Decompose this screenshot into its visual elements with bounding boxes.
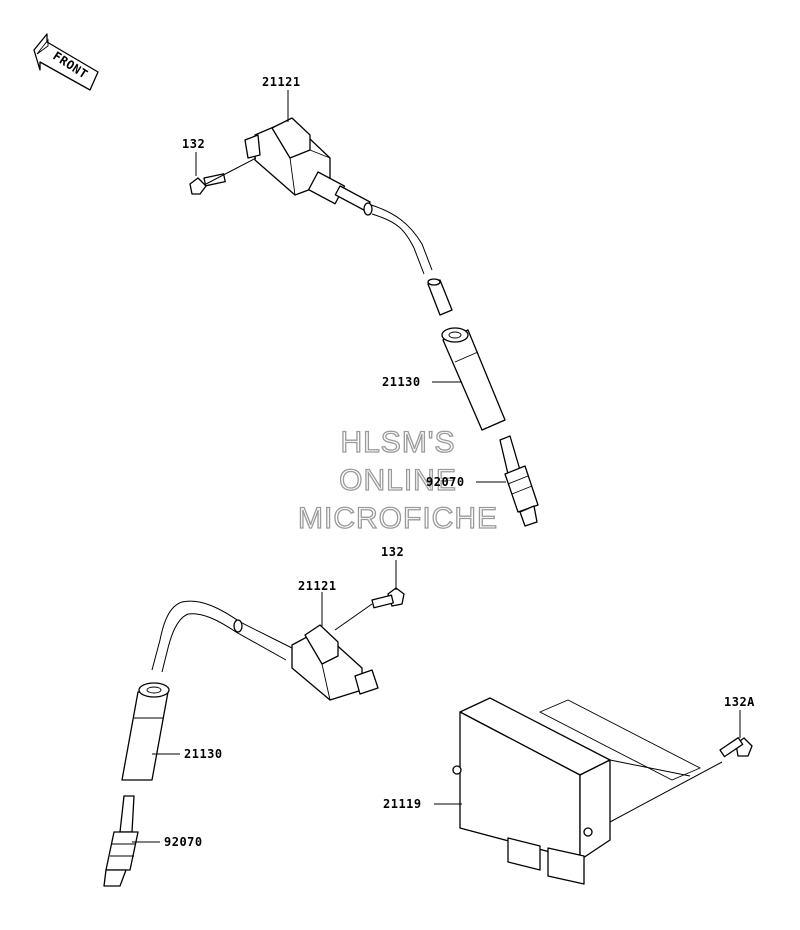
callout-plug-top[interactable]: 92070: [426, 475, 465, 489]
bolt-mid: [371, 587, 405, 609]
callout-coil-top[interactable]: 21121: [262, 75, 301, 89]
ignition-coil-top: [244, 117, 371, 212]
callout-plug-bottom[interactable]: 92070: [164, 835, 203, 849]
callout-coil-bottom[interactable]: 21121: [298, 579, 337, 593]
callout-ecu[interactable]: 21119: [383, 797, 422, 811]
watermark: HLSM'S ONLINE MICROFICHE: [297, 425, 498, 535]
bolt-ecu: [719, 737, 753, 758]
watermark-line3: MICROFICHE: [298, 502, 498, 535]
spark-plug-top: [499, 435, 539, 527]
plug-cap-bottom: [121, 682, 170, 781]
callout-bolt-top[interactable]: 132: [182, 137, 205, 151]
ecu-unit: [452, 697, 702, 885]
watermark-line2: ONLINE: [339, 464, 457, 497]
front-arrow-icon: FRONT: [33, 33, 99, 91]
spark-plug-bottom: [103, 795, 139, 887]
watermark-line1: HLSM'S: [340, 426, 455, 459]
lead-wire-top: [363, 202, 453, 316]
callout-bolt-ecu[interactable]: 132A: [724, 695, 755, 709]
plug-cap-top: [441, 327, 506, 431]
callout-cap-top[interactable]: 21130: [382, 375, 421, 389]
callout-cap-bottom[interactable]: 21130: [184, 747, 223, 761]
lead-wire-bottom: [151, 600, 293, 673]
callout-bolt-mid[interactable]: 132: [381, 545, 404, 559]
ignition-coil-bottom: [291, 624, 379, 701]
